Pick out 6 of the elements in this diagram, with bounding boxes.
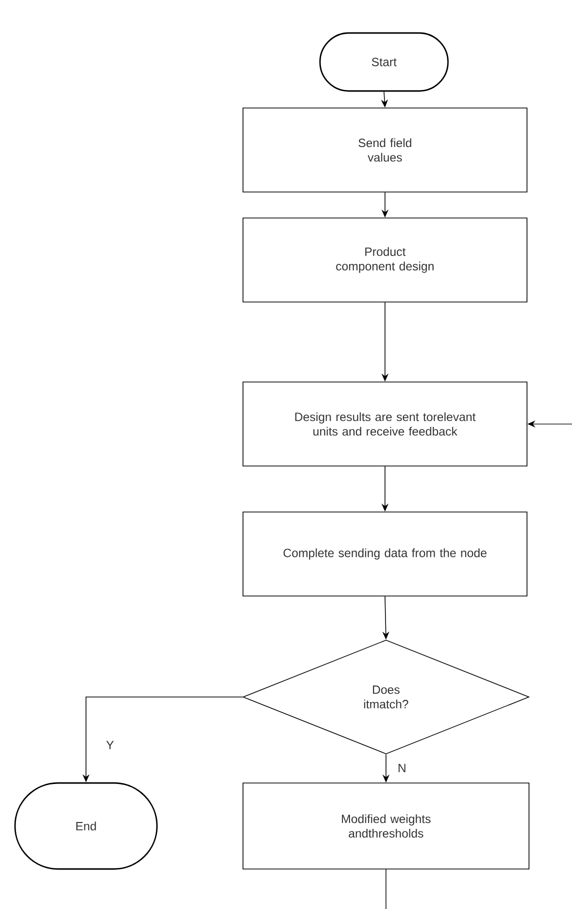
process-box: Complete sending data from the node [242,512,528,596]
process-box: Modified weights andthresholds [242,782,530,870]
process-box: Product component design [242,218,528,302]
edge-label: N [396,762,408,774]
process-box: Send field values [242,108,528,192]
process-box: Design results are sent torelevant units and receive feedback [242,382,528,466]
